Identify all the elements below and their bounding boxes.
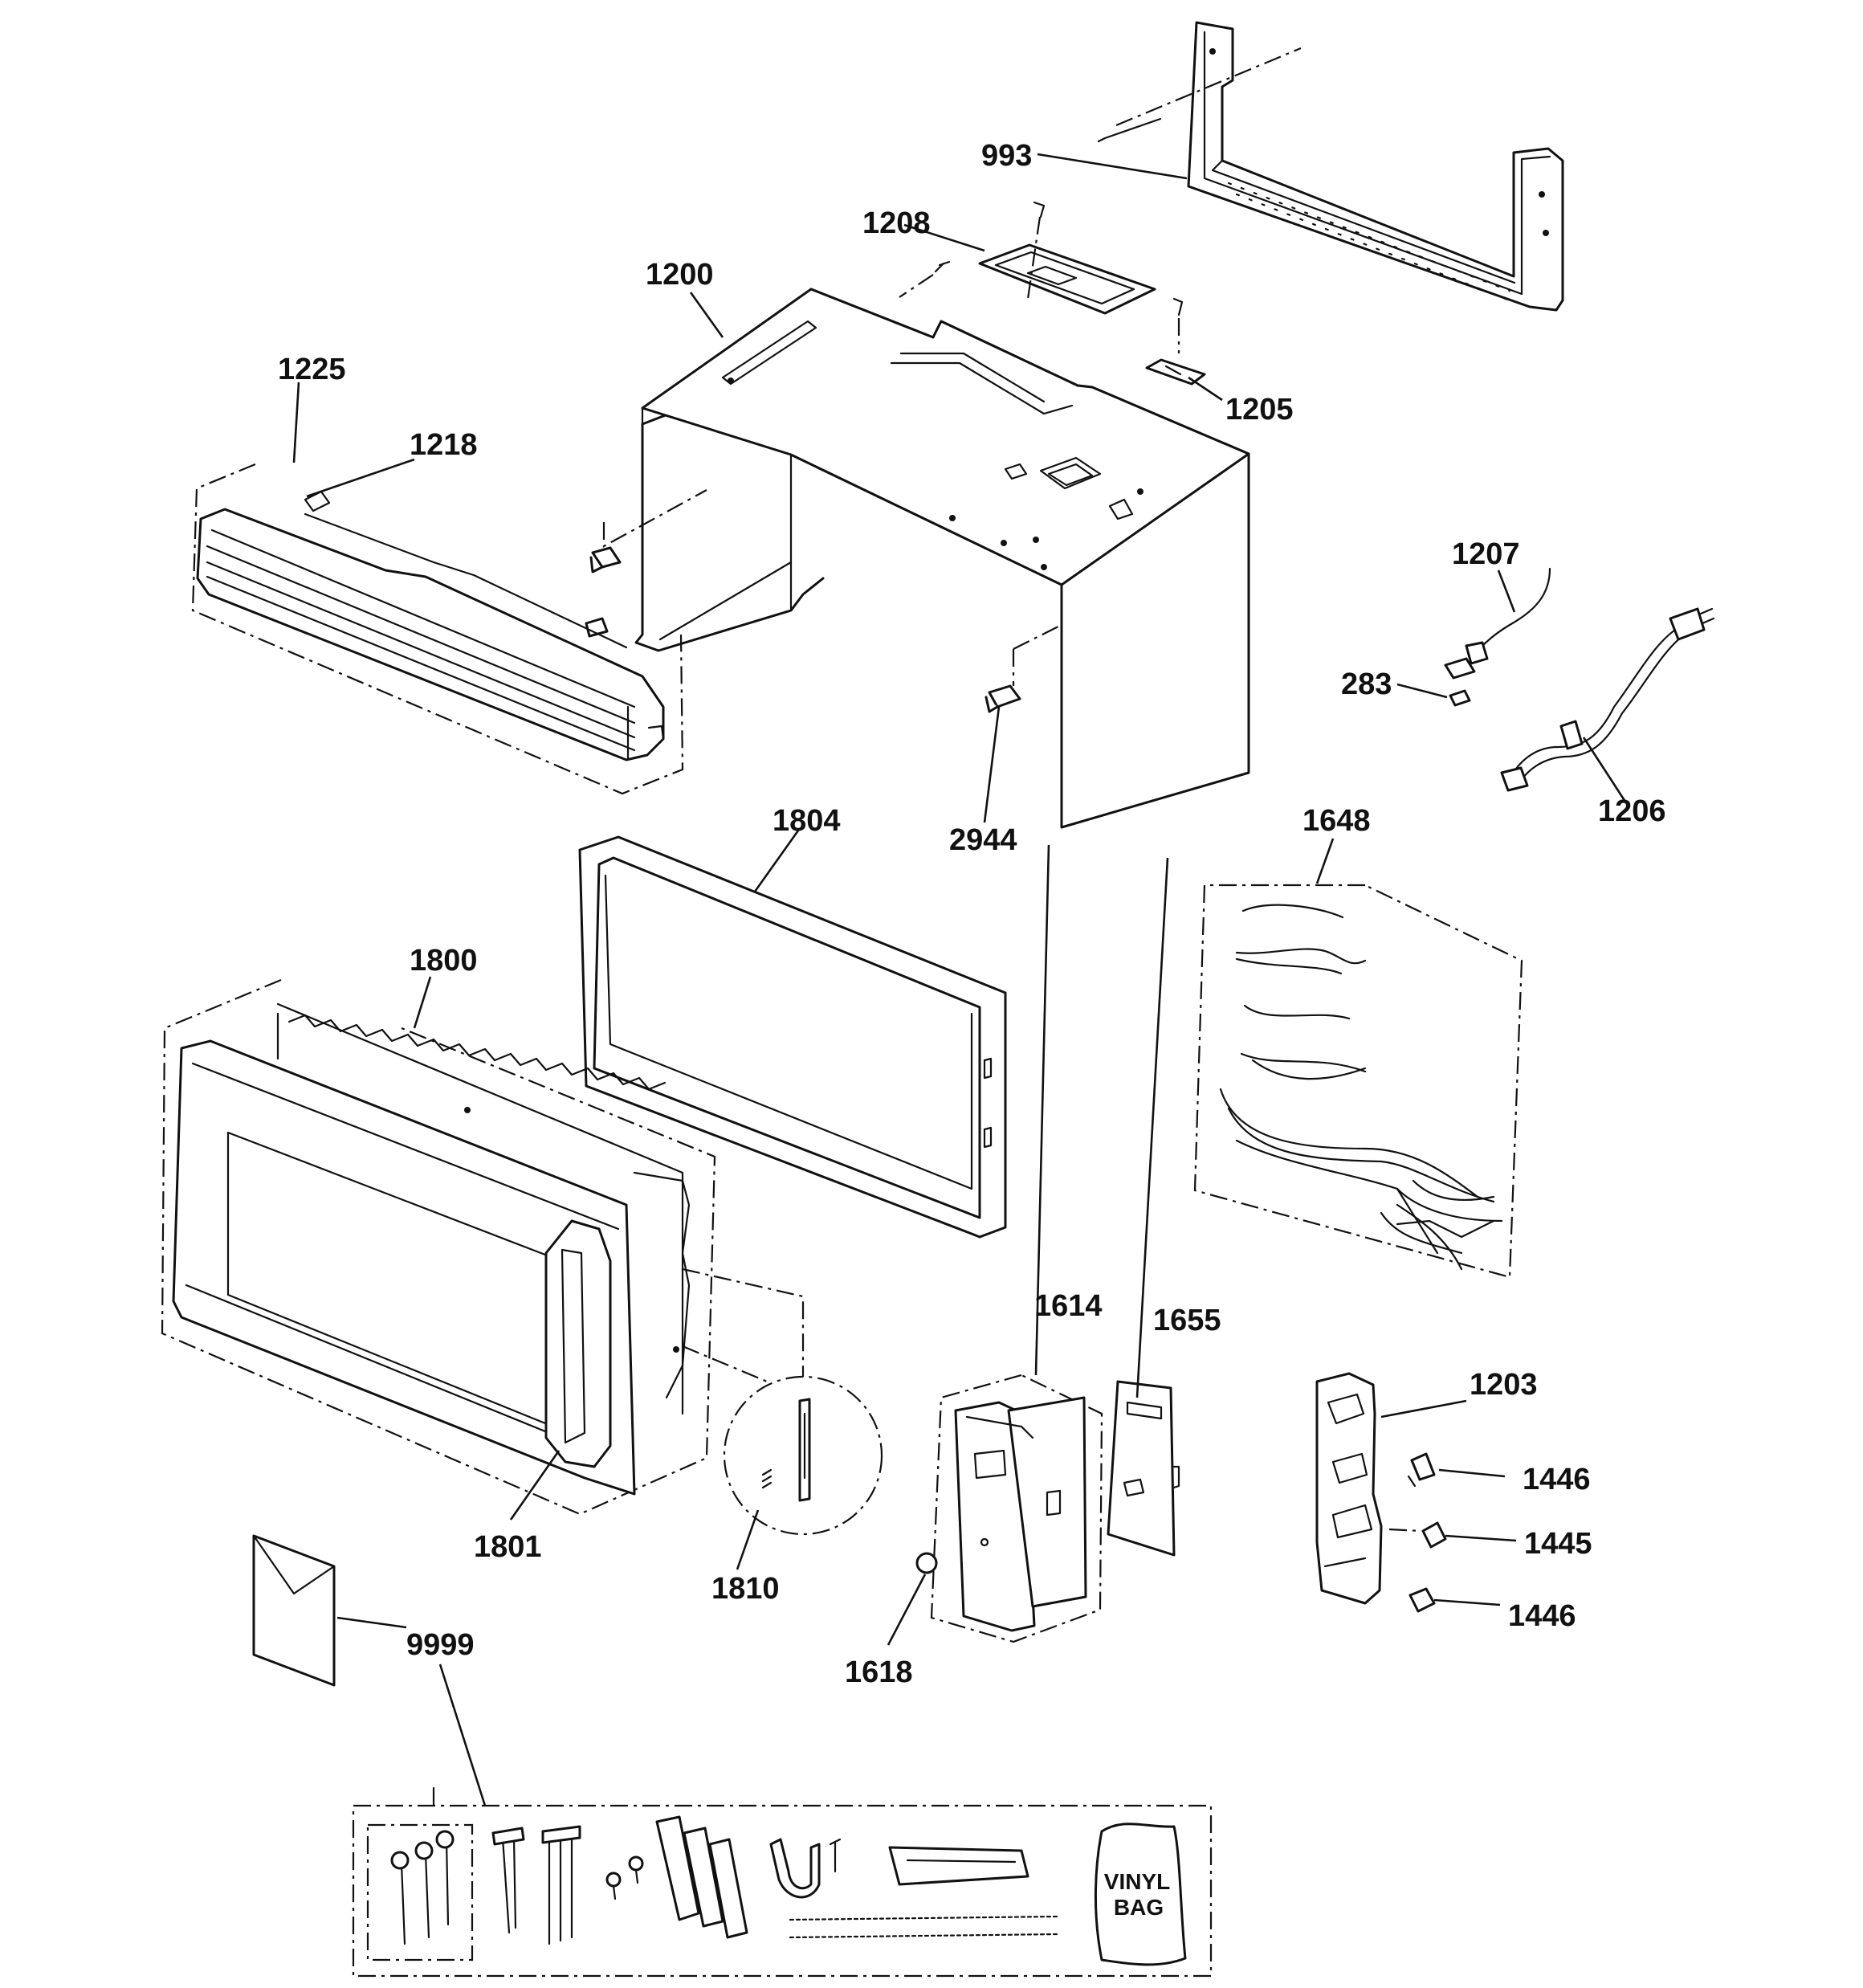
door-spring-1810 [682,1268,883,1536]
label-1203: 1203 [1470,1368,1538,1402]
label-1618: 1618 [845,1655,913,1689]
switch-1445 [1388,1521,1447,1549]
outer-case-1200 [634,288,1250,829]
button-1618 [915,1552,938,1574]
label-993: 993 [981,139,1032,173]
label-283: 283 [1341,667,1392,701]
grille-1225 [191,463,684,795]
part-labels: 993 1208 1200 1225 1218 1205 1207 283 12… [278,139,1666,1689]
hardware-kit-box: VINYL BAG [352,1786,1213,1978]
harness-1207 [1476,567,1551,652]
label-1801: 1801 [474,1530,542,1564]
lamp-283 [1449,689,1471,707]
mounting-bracket-993 [1097,21,1564,312]
label-1446-lower: 1446 [1508,1599,1576,1633]
door-assembly-1800 [161,978,716,1516]
wire-harness-kit-1648 [1193,884,1523,1279]
label-1655: 1655 [1153,1304,1221,1337]
label-1810: 1810 [711,1572,780,1606]
label-1800: 1800 [410,944,478,978]
control-panel-1614 [915,1374,1103,1643]
control-board-1655 [1107,1380,1180,1557]
clip-1205 [1145,358,1206,386]
label-1445: 1445 [1524,1527,1592,1561]
screw-guide [899,274,934,298]
label-1218: 1218 [410,428,478,462]
label-2944: 2944 [949,823,1017,857]
screw-icon [934,260,951,273]
label-1648: 1648 [1302,804,1371,838]
switch-1446-lower [1408,1587,1436,1613]
label-9999: 9999 [406,1628,475,1662]
label-1804: 1804 [773,804,841,838]
manual-envelope-9999 [252,1534,336,1687]
label-1446-upper: 1446 [1523,1463,1591,1496]
power-cord-1206 [1508,625,1682,781]
clip-2944 [984,626,1059,713]
label-1614: 1614 [1034,1289,1103,1323]
switch-1446-upper [1407,1452,1436,1488]
bag-label-line1: VINYL [1104,1869,1170,1894]
label-1206: 1206 [1598,794,1666,828]
screw-icon [1172,297,1184,316]
clip-icon [589,546,622,574]
label-1200: 1200 [646,258,714,292]
label-1207: 1207 [1452,537,1520,571]
power-parts [1444,567,1715,792]
leader-lines [292,153,1627,1806]
bag-label-line2: BAG [1114,1895,1164,1920]
plate-1208 [978,201,1156,315]
choke-frame-1804 [578,835,1007,1239]
vinyl-bag [1094,1823,1187,1966]
label-1208: 1208 [862,206,931,240]
latch-board-1203 [1315,1372,1383,1605]
label-1205: 1205 [1225,393,1294,427]
label-1225: 1225 [278,353,346,386]
